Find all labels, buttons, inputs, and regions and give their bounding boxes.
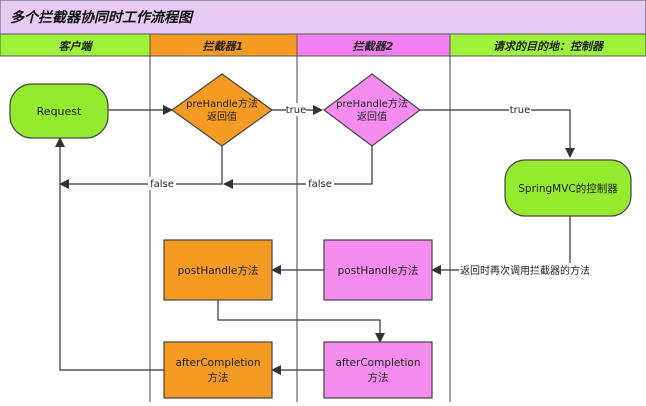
interceptor1-aftercompletion-box	[163, 341, 273, 399]
interceptor1-decision-label-line1: preHandle方法	[186, 97, 258, 110]
interceptor1-aftercompletion-label-line1: afterCompletion	[176, 357, 261, 369]
interceptor1-posthandle-box	[163, 239, 273, 301]
interceptor1-decision-label-line2: 返回值	[207, 110, 237, 123]
edge-label-bg	[286, 103, 306, 116]
interceptor1-aftercompletion-label-line2: 方法	[208, 371, 229, 384]
edge-label-return-note: 返回时再次调用拦截器的方法	[460, 264, 590, 277]
edge-label-false-2: false	[308, 179, 332, 190]
edge-label-bg	[148, 177, 176, 190]
interceptor2-aftercompletion-label-line2: 方法	[368, 371, 389, 384]
request-node-label: Request	[37, 105, 82, 118]
interceptor2-posthandle-label: postHandle方法	[338, 264, 419, 277]
lane-label-client: 客户端	[59, 40, 94, 53]
interceptor1-decision	[170, 73, 274, 147]
controller-node-label: SpringMVC的控制器	[518, 182, 618, 195]
controller-node	[504, 159, 632, 217]
edge-post1-to-after2	[217, 300, 385, 343]
interceptor2-decision	[323, 73, 421, 147]
interceptor2-decision-label-line2: 返回值	[357, 110, 387, 123]
request-node	[9, 83, 109, 139]
lane-label-interceptor1: 拦截器1	[203, 40, 244, 53]
diagram-title: 多个拦截器协同时工作流程图	[10, 9, 194, 26]
interceptor2-posthandle-box	[323, 239, 433, 301]
edge-label-false-1: false	[150, 179, 174, 190]
lane-label-controller: 请求的目的地：控制器	[493, 40, 605, 53]
edge-false-2	[223, 146, 373, 189]
interceptor2-aftercompletion-label-line1: afterCompletion	[336, 357, 421, 369]
edge-true-2	[420, 109, 575, 158]
interceptor2-aftercompletion-box	[323, 341, 433, 399]
edge-false-1	[59, 146, 223, 189]
edge-label-bg	[306, 177, 334, 190]
interceptor1-posthandle-label: postHandle方法	[178, 264, 259, 277]
edge-controller-return	[431, 216, 571, 275]
lane-label-interceptor2: 拦截器2	[353, 40, 394, 53]
edge-label-true-2: true	[510, 105, 531, 116]
edge-label-bg	[459, 263, 601, 277]
edge-label-true-1: true	[286, 105, 307, 116]
edge-after1-to-request	[55, 137, 164, 371]
edge-label-bg	[509, 103, 531, 116]
interceptor2-decision-label-line1: preHandle方法	[336, 97, 408, 110]
lane-header-controller	[449, 33, 646, 57]
